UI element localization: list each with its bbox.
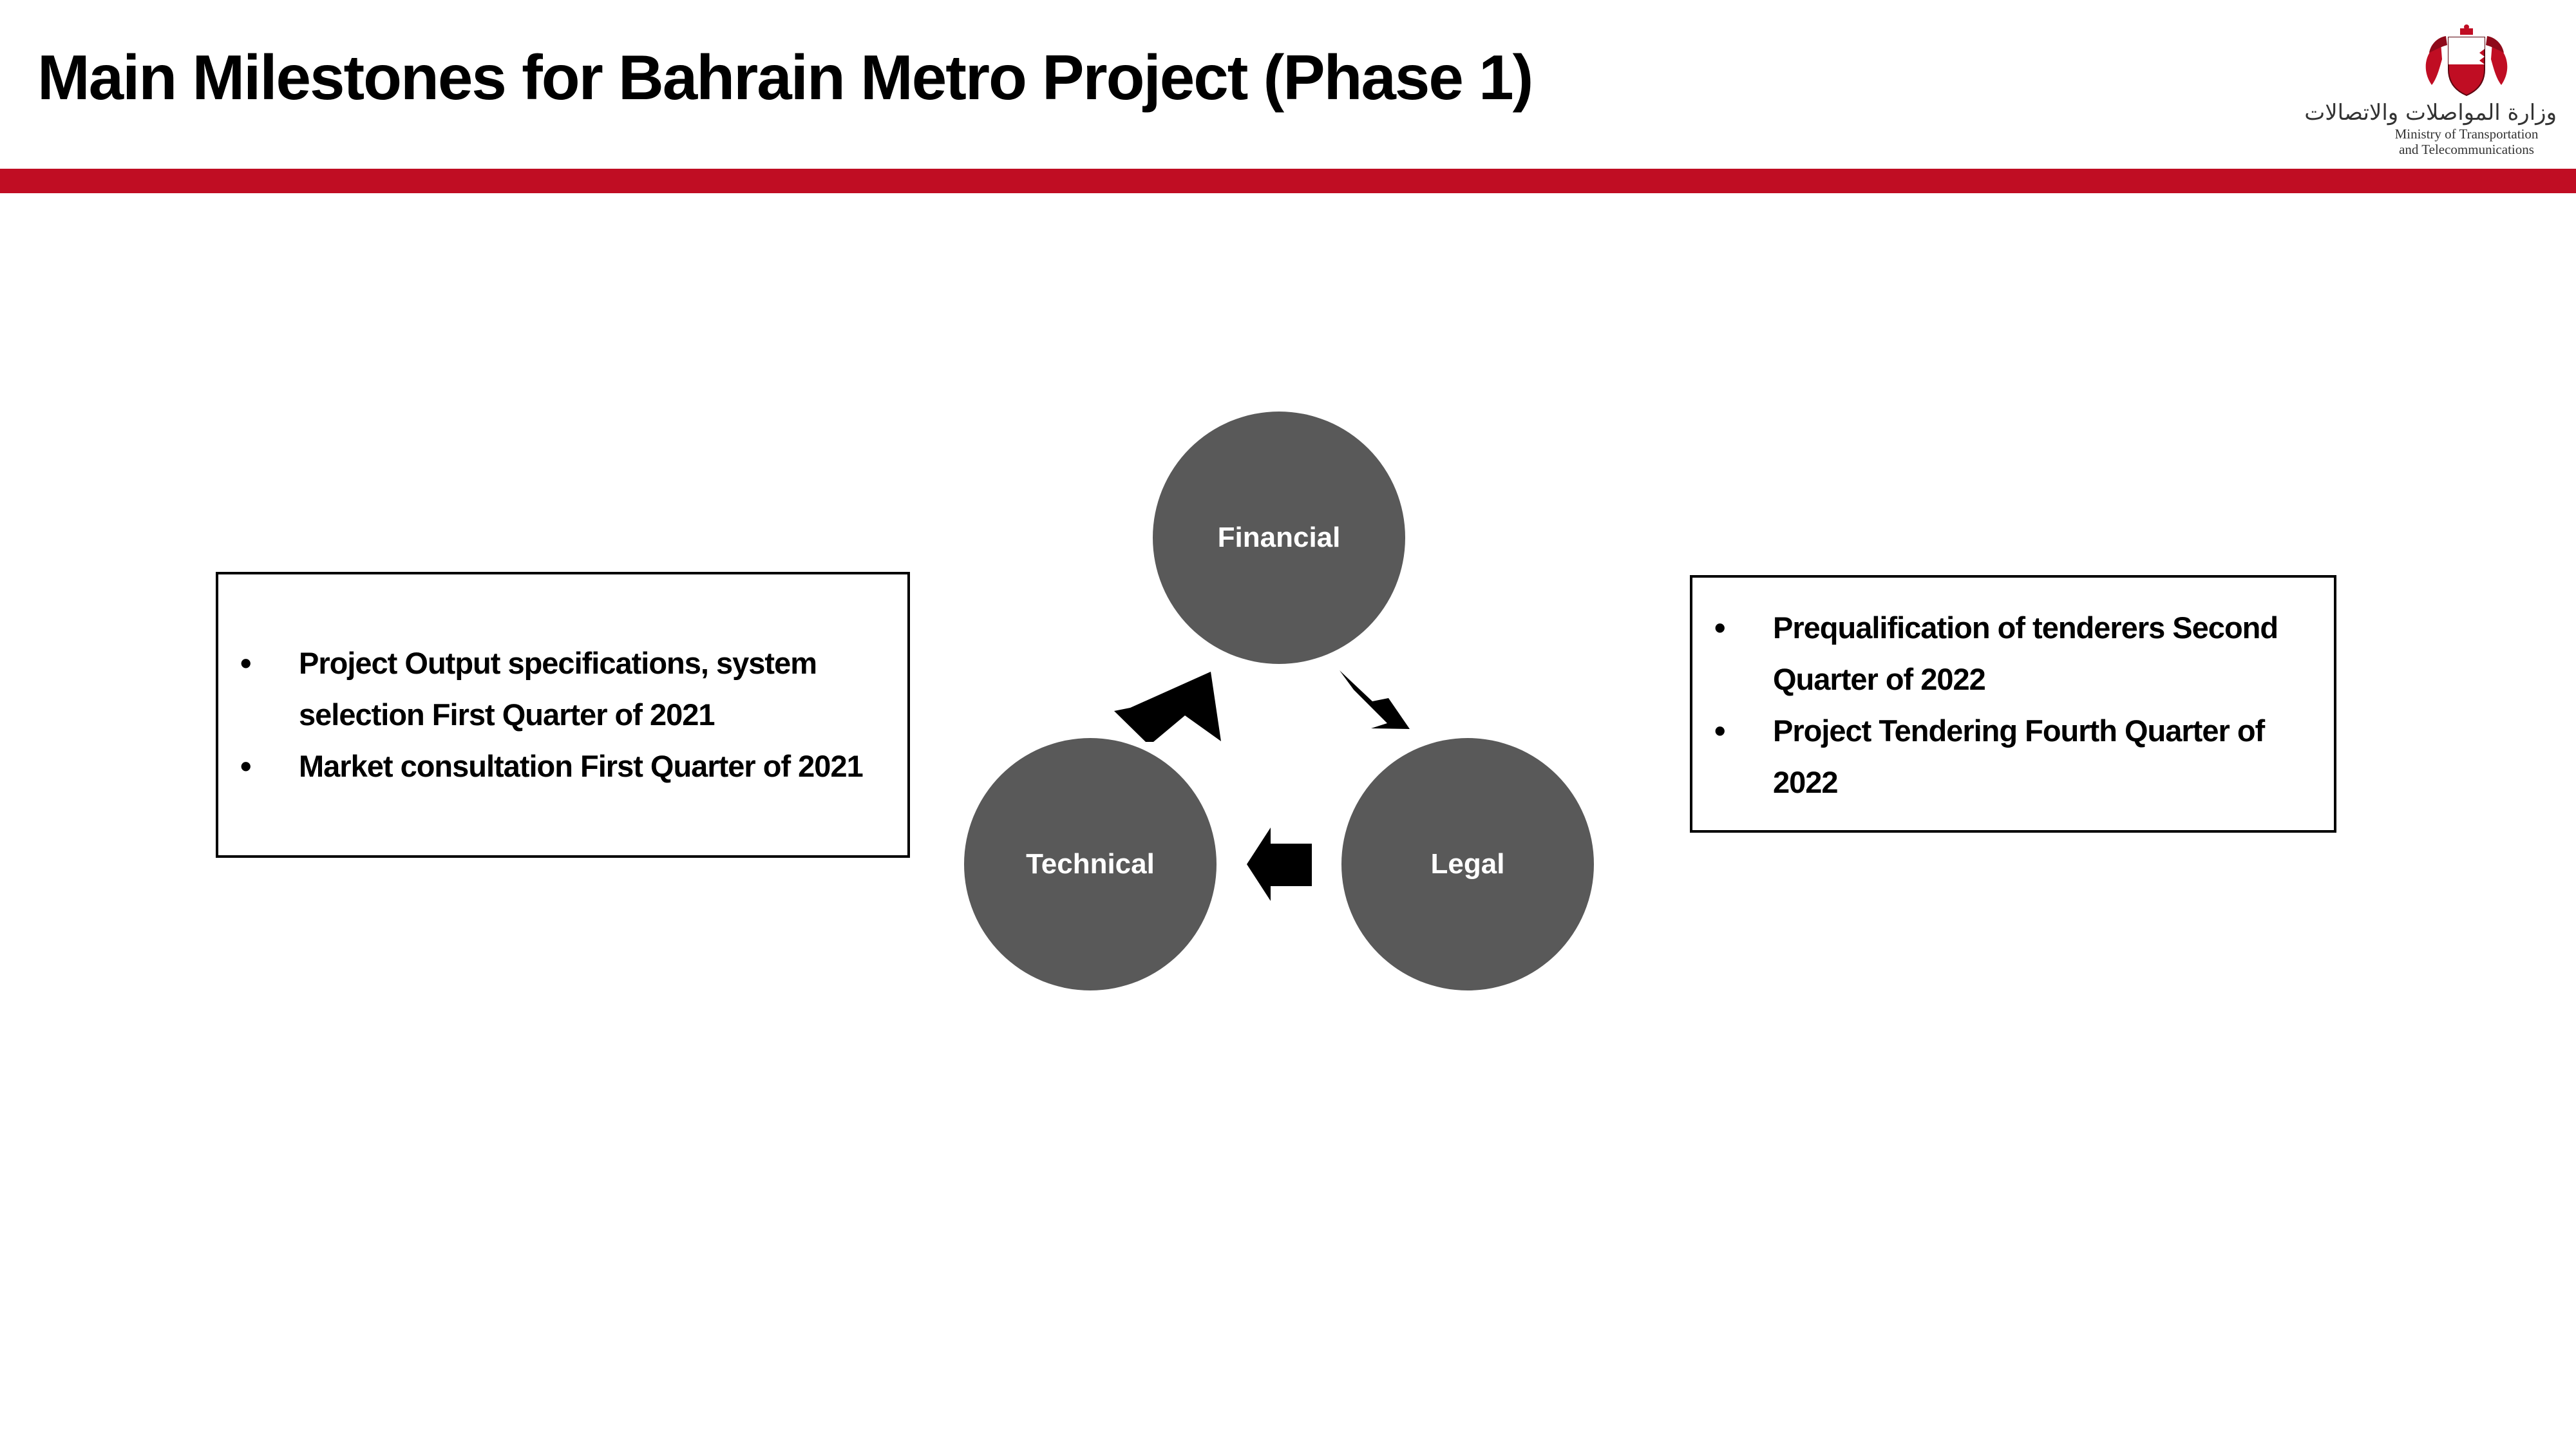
node-financial: Financial [1153,412,1405,664]
node-label-financial: Financial [1217,522,1341,553]
bullet-mark: • [1714,610,1725,646]
title-underline-bar [0,169,2576,193]
logo-english-line-1: Ministry of Transportation [2394,126,2539,142]
milestone-text: Market consultation First Quarter of 202… [299,749,864,783]
node-technical: Technical [964,738,1217,990]
milestone-item: • Project Tendering Fourth Quarter of 20… [1692,705,2334,808]
bullet-mark: • [1714,713,1725,749]
milestone-text: Prequalification of tenderers Second Qua… [1773,611,2278,696]
logo-english-line-2: and Telecommunications [2399,142,2534,157]
milestone-item: • Prequalification of tenderers Second Q… [1692,602,2334,705]
milestone-text: Project Output specifications, system se… [299,646,817,732]
bullet-mark: • [240,645,251,681]
bullet-mark: • [240,748,251,784]
ministry-logo: وزارة المواصلات والاتصالات Ministry of T… [2304,23,2563,162]
node-label-technical: Technical [1026,848,1155,880]
arrow-legal-to-technical [1247,828,1312,901]
milestones-box-2021: • Project Output specifications, system … [216,572,910,858]
slide-title: Main Milestones for Bahrain Metro Projec… [37,42,1533,113]
milestones-list-2021: • Project Output specifications, system … [218,638,907,792]
logo-arabic-text: وزارة المواصلات والاتصالات [2304,100,2557,126]
arrow-technical-to-financial [1114,672,1221,742]
milestone-text: Project Tendering Fourth Quarter of 2022 [1773,714,2265,799]
bahrain-coat-of-arms-icon [2425,24,2508,97]
node-label-legal: Legal [1430,848,1505,880]
milestone-item: • Project Output specifications, system … [218,638,907,741]
milestone-item: • Market consultation First Quarter of 2… [218,741,907,792]
node-legal: Legal [1341,738,1594,990]
arrow-financial-to-legal [1340,670,1410,729]
milestones-box-2022: • Prequalification of tenderers Second Q… [1690,575,2336,833]
milestones-list-2022: • Prequalification of tenderers Second Q… [1692,602,2334,808]
